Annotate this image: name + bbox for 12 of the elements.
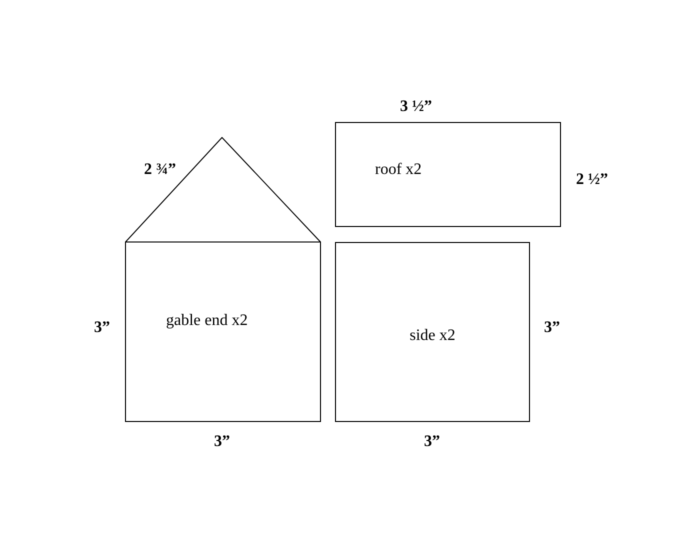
dimension-label: 2 ¾”: [143, 160, 177, 180]
pattern-piece: [335, 122, 561, 227]
pattern-piece: [335, 242, 530, 422]
dimension-label: 3”: [423, 432, 441, 452]
dimension-label: 3”: [213, 432, 231, 452]
dimension-label: 3”: [543, 318, 561, 338]
dimension-label: 3 ½”: [399, 97, 433, 117]
dimension-label: 2 ½”: [575, 170, 609, 190]
dimension-label: 3”: [93, 318, 111, 338]
piece-label: side x2: [408, 326, 456, 345]
piece-label: roof x2: [375, 160, 423, 179]
piece-label: gable end x2: [166, 311, 249, 330]
